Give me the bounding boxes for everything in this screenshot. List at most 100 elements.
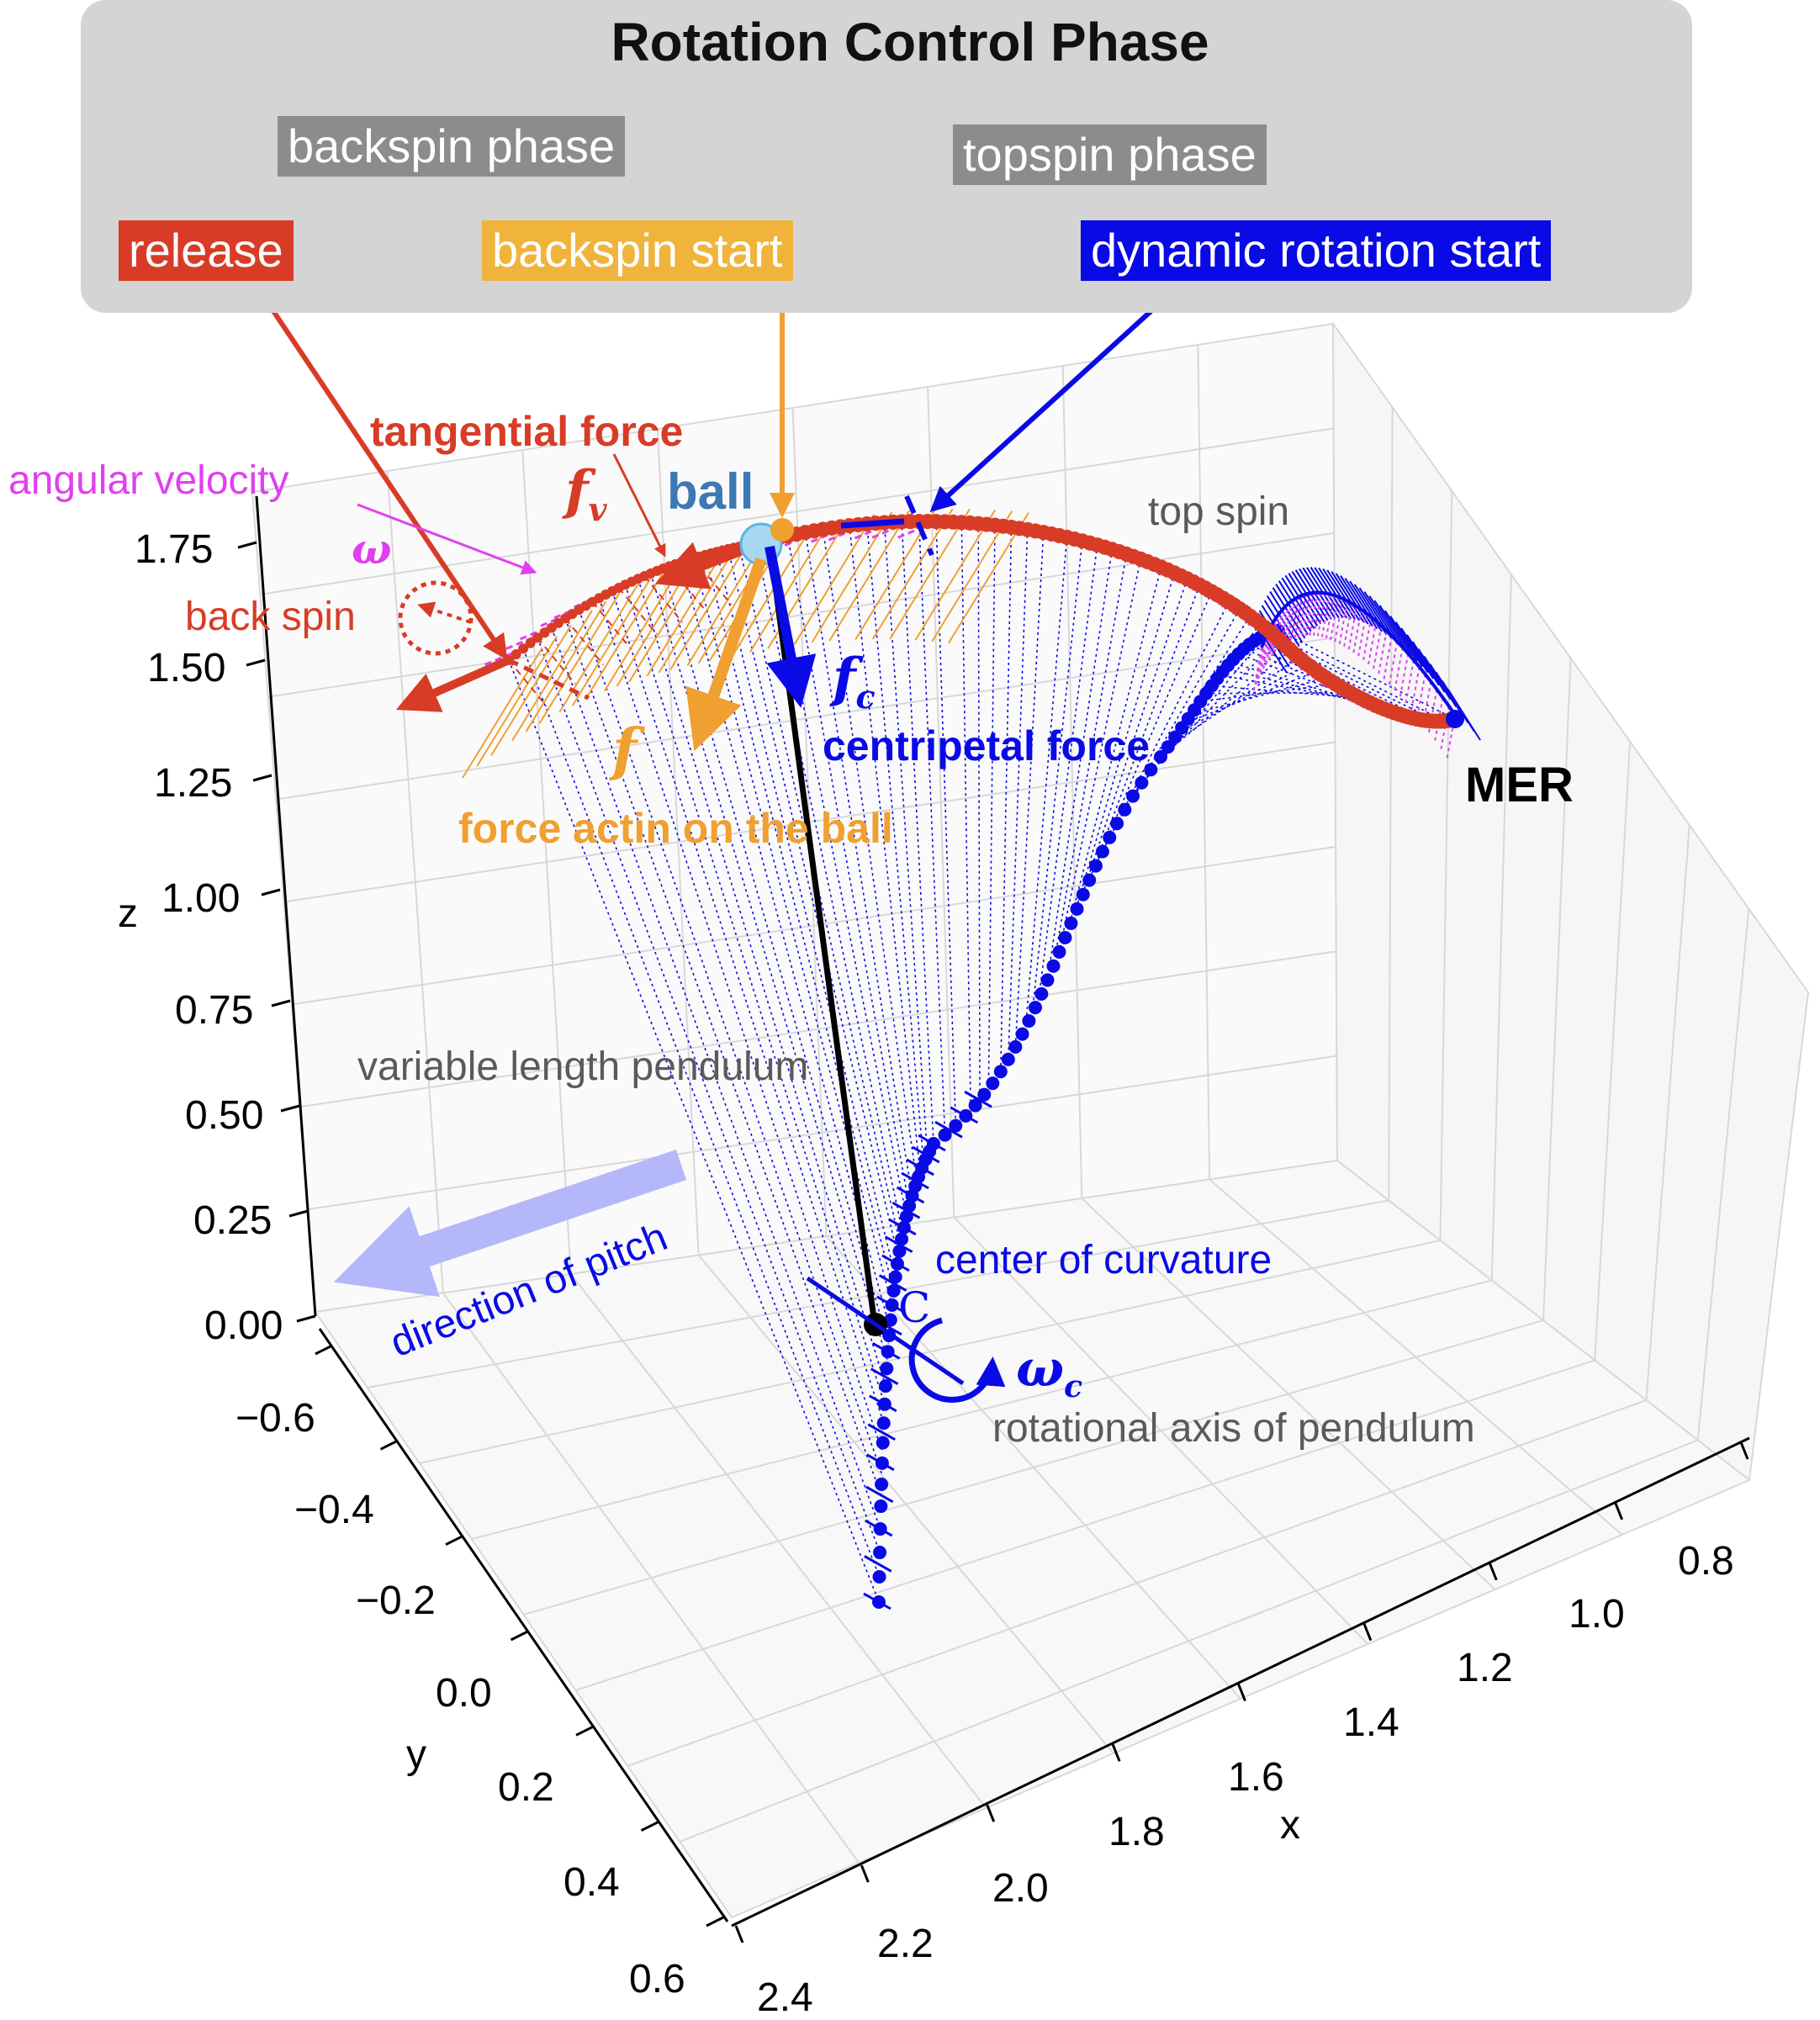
pendulum-label: variable length pendulum [357,1044,809,1089]
tangential-force-arrow [654,542,743,590]
pendulum-line [1058,558,1141,953]
pendulum-line [1067,567,1162,931]
hatch-line [538,592,621,724]
curvature-point [986,1076,1000,1091]
z-tick-mark [280,1104,300,1113]
trajectory-point [511,648,521,659]
hatch-line [571,574,653,706]
loop-spin [1415,674,1426,721]
y-axis [315,1328,729,1927]
loop-spin [1427,689,1438,736]
pendulum-line [960,522,971,1111]
pendulum-line [1052,553,1128,966]
pendulum-line [1200,683,1336,703]
loop-line [1406,634,1440,686]
hatch-line [658,542,740,674]
pendulum-line [624,584,886,1405]
fc-symbol: fc [833,647,876,716]
axis-tick [918,1134,946,1152]
loop-spin [1372,625,1383,673]
z-tick-label: 1.50 [147,646,226,690]
y-tick-label: −0.4 [294,1488,374,1532]
omega-c-rotation-arc [908,1317,1006,1403]
curvature-point [1058,930,1072,944]
y-tick-label: 0.2 [498,1765,554,1810]
pendulum-line [727,548,899,1258]
loop-spin [1357,612,1368,660]
curvature-point [1001,1052,1015,1066]
loop-spin [1333,598,1344,646]
loop-line [1447,689,1481,741]
back-spin-circle [398,580,474,656]
z-tick-mark [237,541,257,549]
release-hatch [692,558,733,605]
hatch-line [889,508,971,640]
mer-point [1446,710,1464,728]
loop-spin [1286,598,1297,645]
curvature-point [1008,1039,1023,1054]
hatch-line [490,624,572,756]
z-tick-label: 0.50 [185,1093,264,1138]
z-tick-label: 1.75 [135,527,214,572]
pendulum-line [1031,541,1083,1015]
curvature-point [1015,1027,1029,1041]
axis-tick [896,1186,925,1204]
axis-tick [865,1485,894,1504]
centripetal-force-arrow [765,545,817,708]
release-hatch [537,637,576,685]
angular-velocity-label: angular velocity [8,458,289,503]
axis-tick [871,1342,901,1360]
x-tick-label: 1.2 [1457,1646,1513,1690]
pendulum-line [537,637,881,1553]
curvature-point [1046,959,1061,973]
pendulum-line [1184,670,1317,724]
y-axis-label: y [406,1732,426,1777]
curvature-point [873,1546,887,1560]
pendulum-line [662,568,890,1344]
curvature-center-curve [863,624,1285,1610]
fv-symbol: fv [565,459,607,528]
loop-line [1378,605,1413,657]
pendulum-fan [508,521,1456,1603]
loop-spin [1362,616,1373,664]
hatch-line [585,568,666,701]
x-tick-label: 2.2 [877,1922,934,1966]
curvature-point [878,1379,892,1393]
loop-spin [1410,666,1421,714]
loop-line [1275,584,1309,636]
axis-tick [864,1555,892,1573]
x-tick-mark [1237,1683,1246,1702]
grid-line [1209,1178,1623,1536]
z-tick-label: 1.25 [154,761,233,806]
z-tick-mark [261,888,281,896]
y-tick-label: 0.0 [436,1671,492,1716]
center-of-curvature-label: center of curvature [935,1238,1272,1282]
release-tag: release [119,220,294,281]
curvature-point [1034,986,1049,1001]
loop-line [1288,573,1322,625]
y-tick-mark [640,1821,659,1832]
pendulum-line [1008,529,1029,1060]
axis-tick [950,1106,979,1124]
z-tick-mark [296,1314,316,1323]
curvature-point [1088,859,1103,873]
release-hatch [669,565,708,614]
dynamic-start-segment [840,518,905,529]
hatch-line [525,600,607,732]
curvature-point [1161,740,1175,754]
loop-line [1344,578,1378,630]
curvature-point [888,1270,902,1284]
release-hatch [591,601,632,649]
pendulum-line [738,546,902,1245]
x-tick-label: 2.4 [757,1975,813,2020]
loop-spin [1367,621,1378,668]
pendulum-line [611,590,885,1424]
hatch-line [811,511,893,643]
loop-curve [1260,590,1457,717]
pendulum-line [1177,664,1309,733]
loop-line [1284,574,1319,627]
topspin-phase-tag: topspin phase [953,124,1267,185]
angular-velocity-pointer [357,503,537,575]
curvature-point [1082,873,1097,887]
pendulum-line [716,552,897,1277]
